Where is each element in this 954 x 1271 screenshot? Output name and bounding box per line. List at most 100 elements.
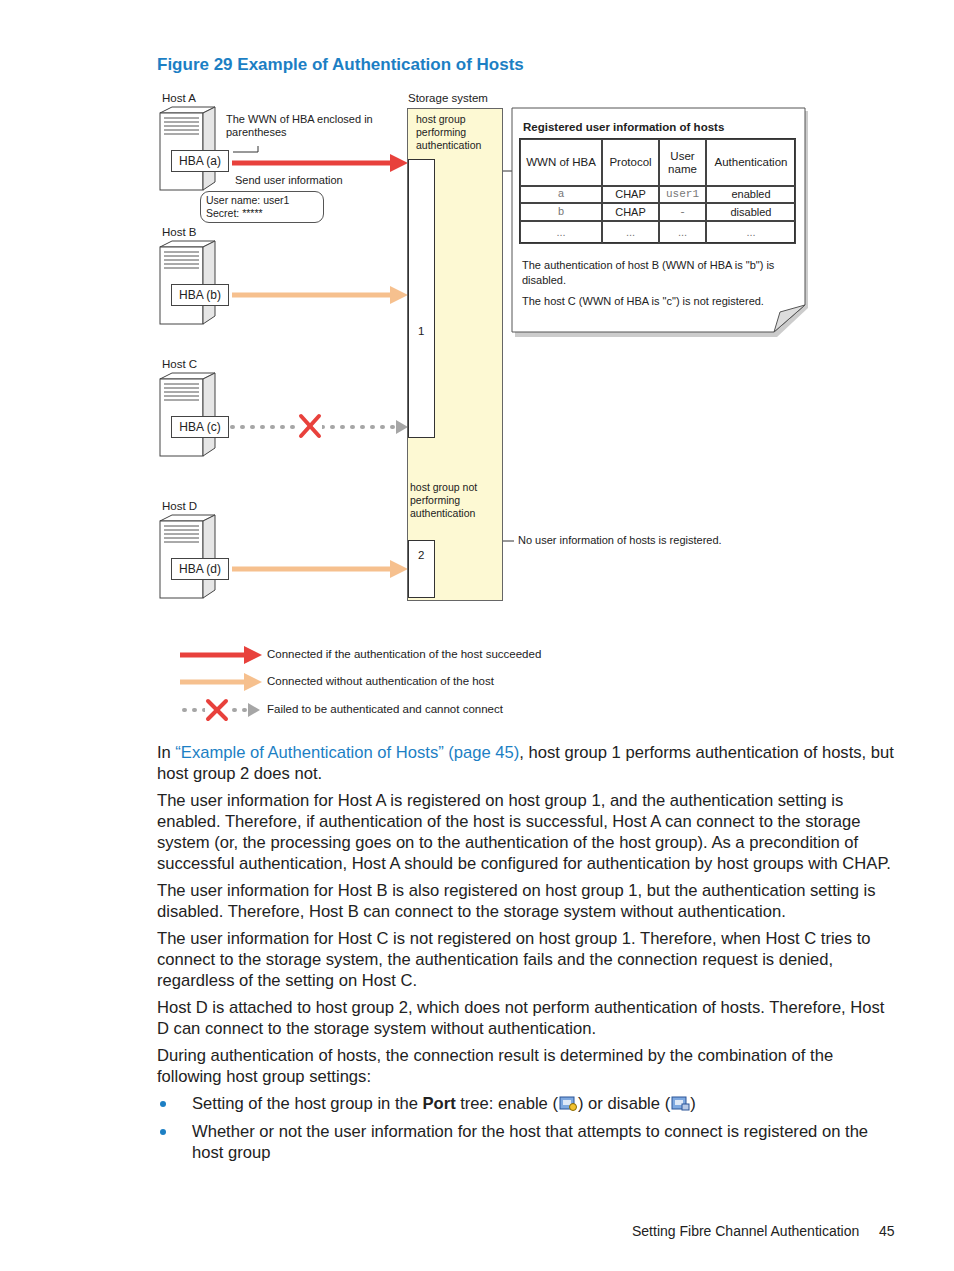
server-slot [164,538,199,539]
icon-screen [563,1100,571,1105]
server-side [203,373,215,456]
server-slot [164,268,199,269]
server-slot [164,526,199,527]
figure-title: Figure 29 Example of Authentication of H… [157,55,524,75]
connector-line [232,293,392,298]
host-group-box: 2 [408,540,435,598]
paragraph: The user information for Host A is regis… [157,790,899,874]
body-span: “Example of Authentication of Hosts” (pa… [175,743,519,762]
server-illustration [158,106,220,192]
node-text: The authentication of host B (WWN of HBA… [522,258,794,288]
body-span: The user information for Host C is not r… [157,929,871,990]
disable-icon [670,1094,690,1112]
paragraph: In“Example of Authentication of Hosts” (… [157,742,899,784]
legend-text: Connected without authentication of the … [267,675,494,687]
node-text: Host D [162,500,197,512]
table-cell: Protocol [602,139,659,186]
server-slot [164,126,199,127]
paragraph: The user information for Host C is not r… [157,928,899,991]
callout-bubble: User name: user1Secret: ***** [200,191,324,223]
table-cell: CHAP [602,186,659,203]
bullet-item: Whether or not the user information for … [157,1121,899,1163]
annotation: No user information of hosts is register… [518,534,722,546]
fail-mark [301,416,319,436]
node-text: User name: user1 [206,194,289,206]
note-panel: Registered user information of hostsThe … [512,108,806,334]
legend-text: Failed to be authenticated and cannot co… [267,703,503,715]
fail-mark-ground [298,415,322,439]
annotation: The WWN of HBA enclosed in parentheses [226,113,376,139]
arrowhead [390,154,408,172]
table-cell: CHAP [602,203,659,221]
body-span: ) or disable ( [578,1094,670,1113]
node-text: Registered user information of hosts [523,121,724,133]
table-cell: User name [659,139,706,186]
connector [232,415,408,439]
server-slot [164,260,199,261]
bullet-dot [160,1101,166,1107]
bullet-dot [160,1129,166,1135]
node-text: 2 [418,549,424,561]
table-cell: disabled [706,203,796,221]
hba-box: HBA (c) [171,416,229,438]
server-slot [164,384,199,385]
arrowhead [390,286,408,304]
table-cell: b [520,203,602,221]
body-span: tree: enable ( [460,1094,558,1113]
legend-samples [180,646,262,721]
table-cell: enabled [706,186,796,203]
server-slot [164,256,199,257]
table-cell: ... [520,221,602,244]
node-text: Host B [162,226,197,238]
server-slot [164,534,199,535]
table-cell: ... [706,221,796,244]
annotation: Send user information [235,174,343,186]
host-server: Host B HBA (b) [158,226,230,326]
server-side [203,241,215,324]
node-text: HBA (d) [172,559,228,579]
enable-icon [558,1094,578,1112]
table-cell: user1 [659,186,706,203]
server-slot [164,264,199,265]
host-server: Host C HBA (c) [158,358,230,458]
server-side [203,515,215,598]
server-illustration [158,240,220,326]
connector [232,286,408,304]
hba-box: HBA (a) [171,150,229,172]
node-text: host group performing authentication [416,113,498,152]
node-text: Host A [162,92,196,104]
connector-line [232,567,392,572]
body-span: The user information for Host B is also … [157,881,876,921]
host-group-box: 1 [408,159,435,438]
node-text: HBA (a) [172,151,228,171]
table-cell: WWN of HBA [520,139,602,186]
note-dogear [774,305,805,332]
server-slot [164,388,199,389]
node-text: Secret: ***** [206,207,263,219]
connector [232,154,408,172]
icon-key [569,1104,576,1111]
server-slot [164,542,199,543]
page-number: 45 [879,1223,895,1239]
body-span: Setting of the host group in the [192,1094,418,1113]
host-server: Host A HBA (a) [158,92,230,192]
table-cell: - [659,203,706,221]
body-span: During authentication of hosts, the conn… [157,1046,833,1086]
connector [232,560,408,578]
host-server: Host D HBA (d) [158,500,230,600]
server-slot [164,392,199,393]
server-illustration [158,514,220,600]
body-span: Host D is attached to host group 2, whic… [157,998,884,1038]
node-text: HBA (b) [172,285,228,305]
footer-text: Setting Fibre Channel Authentication [632,1223,859,1239]
body-span: Port [423,1094,456,1113]
bullet-item: Setting of the host group in the Porttree… [157,1093,899,1114]
server-slot [164,396,199,397]
table-cell: a [520,186,602,203]
server-slot [164,252,199,253]
table-cell: Authentication [706,139,796,186]
node-text: Host C [162,358,197,370]
body-text: In“Example of Authentication of Hosts” (… [157,742,899,1170]
